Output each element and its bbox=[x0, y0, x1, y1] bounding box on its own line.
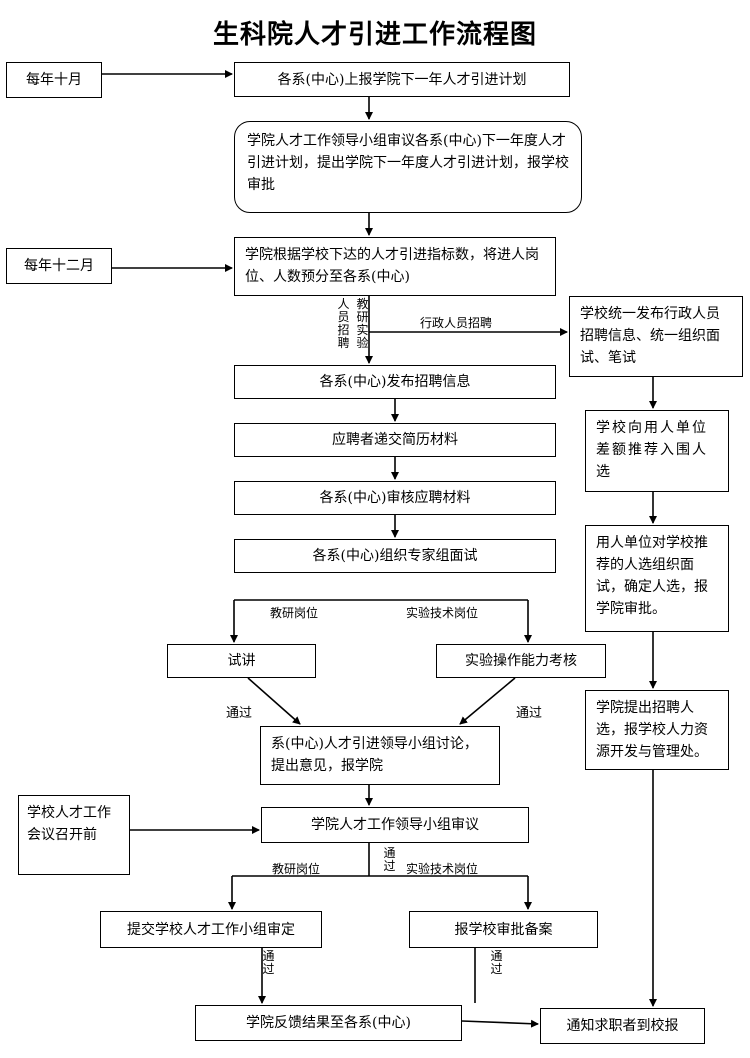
label-pass-review: 通过 bbox=[383, 846, 396, 873]
admin-interview: 用人单位对学校推荐的人选组织面试，确定人选，报学院审批。 bbox=[585, 525, 729, 632]
side-box-december: 每年十二月 bbox=[6, 248, 112, 284]
step-allocate-quota-text: 学院根据学校下达的人才引进指标数，将进人岗位、人数预分至各系(中心) bbox=[245, 247, 539, 285]
step-feedback-text: 学院反馈结果至各系(中心) bbox=[246, 1015, 411, 1031]
label-teaching-post-2: 教研岗位 bbox=[272, 862, 321, 876]
step-submit-school-text: 提交学校人才工作小组审定 bbox=[127, 921, 295, 938]
side-box-meeting: 学校人才工作会议召开前 bbox=[18, 795, 130, 875]
step-college-review: 学院人才工作领导小组审议 bbox=[261, 807, 529, 843]
step-submit-resume: 应聘者递交简历材料 bbox=[234, 423, 556, 457]
admin-recommend: 学校向用人单位差额推荐入围人选 bbox=[585, 410, 729, 492]
step-lab-test: 实验操作能力考核 bbox=[436, 644, 606, 678]
step-feedback: 学院反馈结果至各系(中心) bbox=[195, 1005, 462, 1041]
step-trial-lecture-text: 试讲 bbox=[227, 653, 256, 669]
label-pass-trial: 通过 bbox=[226, 706, 253, 721]
step-submit-resume-text: 应聘者递交简历材料 bbox=[332, 432, 458, 448]
side-box-october: 每年十月 bbox=[6, 62, 102, 98]
step-dept-discussion-text: 系(中心)人才引进领导小组讨论，提出意见，报学院 bbox=[271, 736, 478, 774]
label-teach-lab: 教研实验 bbox=[356, 297, 369, 350]
step-publish-info-text: 各系(中心)发布招聘信息 bbox=[319, 374, 471, 390]
step-review-materials: 各系(中心)审核应聘材料 bbox=[234, 481, 556, 515]
admin-publish: 学校统一发布行政人员招聘信息、统一组织面试、笔试 bbox=[569, 296, 743, 377]
step-college-review-text: 学院人才工作领导小组审议 bbox=[311, 817, 479, 833]
step-notify-applicant: 通知求职者到校报 bbox=[540, 1008, 705, 1044]
label-pass-record: 通过 bbox=[490, 949, 503, 976]
label-pass-submit: 通过 bbox=[262, 949, 275, 976]
label-teaching-post-1: 教研岗位 bbox=[270, 606, 319, 620]
admin-publish-text: 学校统一发布行政人员招聘信息、统一组织面试、笔试 bbox=[580, 306, 720, 366]
step-lab-test-text: 实验操作能力考核 bbox=[465, 653, 577, 669]
admin-interview-text: 用人单位对学校推荐的人选组织面试，确定人选，报学院审批。 bbox=[596, 535, 708, 617]
step-notify-applicant-text: 通知求职者到校报 bbox=[566, 1018, 679, 1034]
label-lab-post-1: 实验技术岗位 bbox=[406, 606, 479, 620]
label-staff-recruit: 人员招聘 bbox=[337, 297, 350, 350]
page-title: 生科院人才引进工作流程图 bbox=[212, 20, 537, 50]
step-submit-plan-text: 各系(中心)上报学院下一年人才引进计划 bbox=[277, 71, 527, 88]
step-allocate-quota: 学院根据学校下达的人才引进指标数，将进人岗位、人数预分至各系(中心) bbox=[234, 237, 556, 296]
step-review-plan-text: 学院人才工作领导小组审议各系(中心)下一年度人才引进计划，提出学院下一年度人才引… bbox=[247, 133, 569, 193]
step-review-materials-text: 各系(中心)审核应聘材料 bbox=[319, 490, 471, 506]
step-expert-interview-text: 各系(中心)组织专家组面试 bbox=[312, 548, 478, 564]
side-box-october-text: 每年十月 bbox=[26, 72, 82, 88]
admin-propose: 学院提出招聘人选，报学校人力资源开发与管理处。 bbox=[585, 690, 729, 770]
step-publish-info: 各系(中心)发布招聘信息 bbox=[234, 365, 556, 399]
step-review-plan: 学院人才工作领导小组审议各系(中心)下一年度人才引进计划，提出学院下一年度人才引… bbox=[234, 121, 582, 213]
step-record-school: 报学校审批备案 bbox=[409, 911, 598, 948]
side-box-december-text: 每年十二月 bbox=[24, 258, 94, 274]
label-admin-recruit: 行政人员招聘 bbox=[420, 316, 493, 330]
step-trial-lecture: 试讲 bbox=[167, 644, 316, 678]
side-box-meeting-text: 学校人才工作会议召开前 bbox=[27, 805, 111, 843]
label-lab-post-2: 实验技术岗位 bbox=[406, 862, 479, 876]
admin-recommend-text: 学校向用人单位差额推荐入围人选 bbox=[596, 420, 708, 480]
step-submit-plan: 各系(中心)上报学院下一年人才引进计划 bbox=[234, 62, 570, 97]
step-expert-interview: 各系(中心)组织专家组面试 bbox=[234, 539, 556, 573]
step-record-school-text: 报学校审批备案 bbox=[454, 921, 553, 938]
admin-propose-text: 学院提出招聘人选，报学校人力资源开发与管理处。 bbox=[596, 700, 708, 760]
step-submit-school: 提交学校人才工作小组审定 bbox=[100, 911, 322, 948]
step-dept-discussion: 系(中心)人才引进领导小组讨论，提出意见，报学院 bbox=[260, 726, 500, 785]
label-pass-lab: 通过 bbox=[516, 706, 543, 721]
